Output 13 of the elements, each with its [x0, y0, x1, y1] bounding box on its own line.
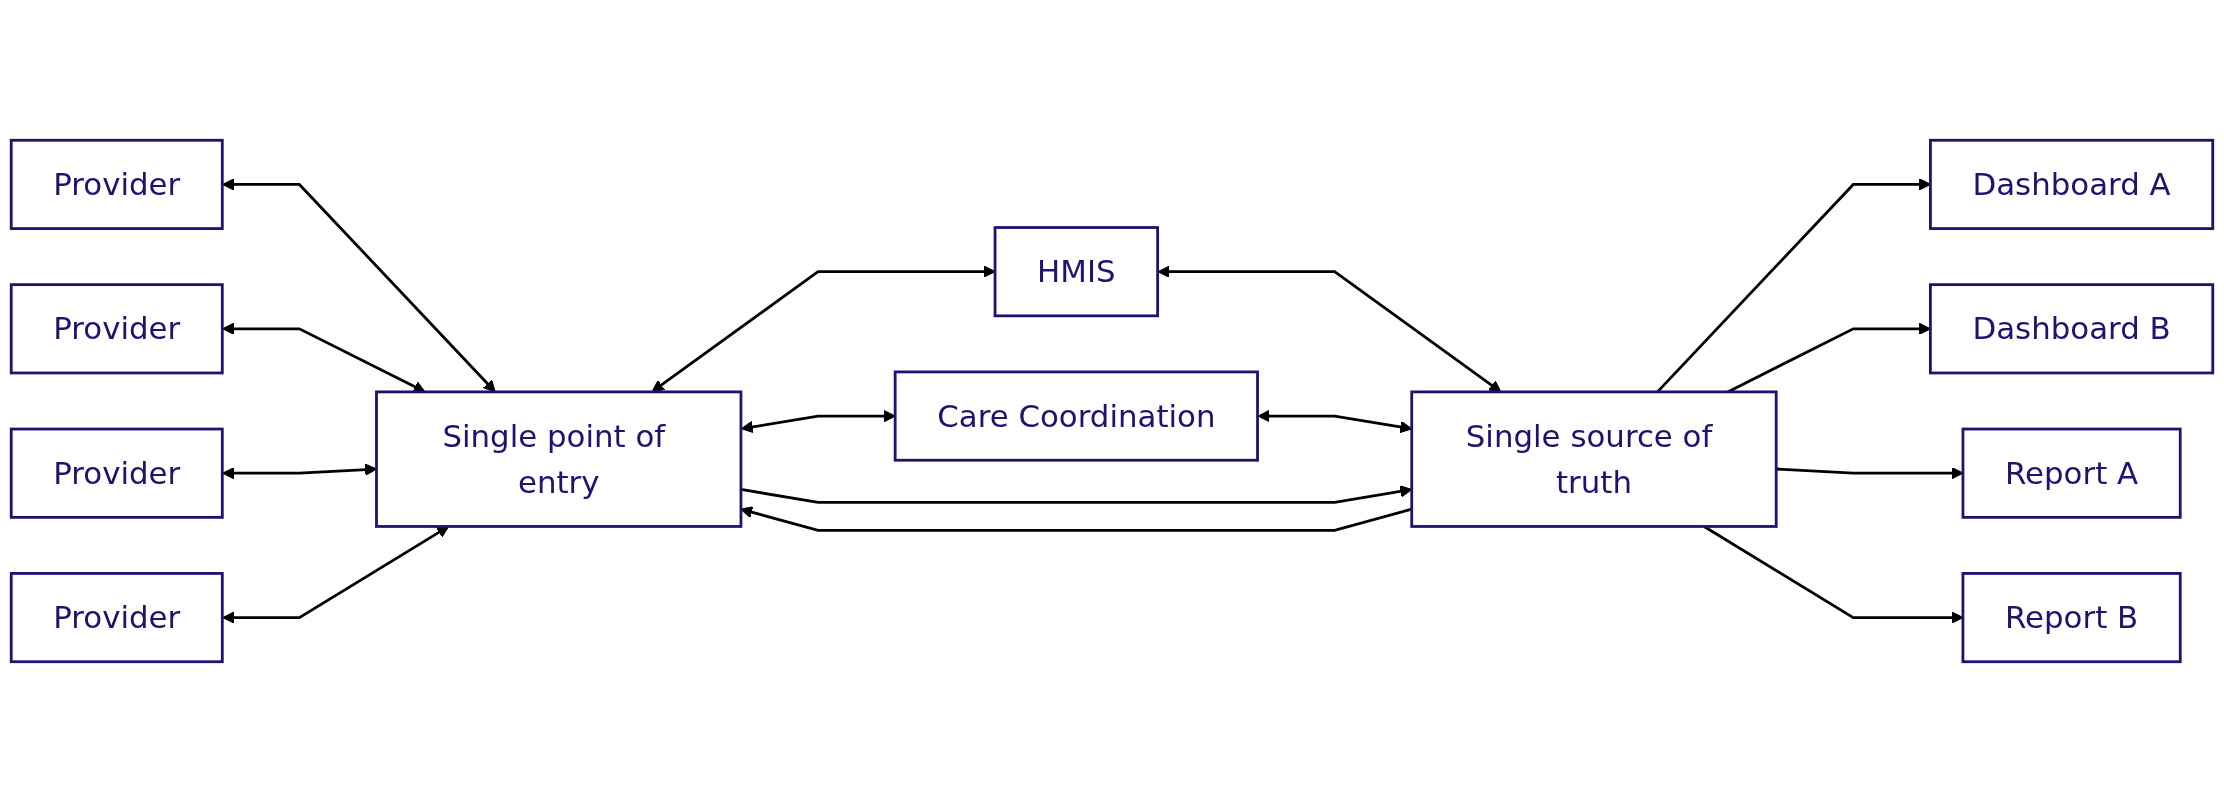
node-box: Report A: [1961, 427, 2182, 519]
node-box: Provider: [9, 138, 224, 230]
node-box: Dashboard A: [1929, 138, 2215, 230]
node-box: Dashboard B: [1929, 283, 2215, 375]
node-box: HMIS: [993, 226, 1160, 318]
node-box: Provider: [9, 283, 224, 375]
node-box: Provider: [9, 572, 224, 664]
node-box: Single source of truth: [1410, 390, 1778, 528]
node-box: Report B: [1961, 572, 2182, 664]
node-box: Single point of entry: [375, 390, 743, 528]
node-box: Care Coordination: [893, 370, 1259, 462]
node-box: Provider: [9, 427, 224, 519]
arrow: [740, 409, 896, 434]
